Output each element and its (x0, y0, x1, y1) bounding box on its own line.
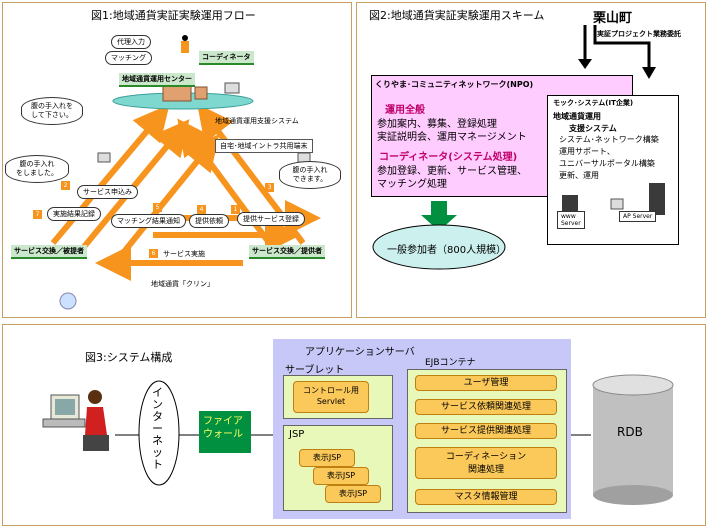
service-register-label: 提供サービス登録 (237, 212, 305, 226)
it-title: モック･システム(IT企業) (553, 99, 634, 107)
service-provider-label: サービス交換／提供者 (249, 245, 325, 259)
step-3-badge: 3 (265, 183, 274, 192)
app-server-label: アプリケーションサーバ (305, 347, 415, 358)
town-label: 栗山町 (593, 11, 633, 26)
ejb-item-master: マスタ情報管理 (415, 489, 557, 505)
offer-request-label: 提供依頼 (189, 214, 229, 228)
callout-available-text: 腹の手入れ できます。 (292, 166, 328, 183)
result-record-label: 実施結果記録 (47, 207, 101, 221)
it-line2: 運用サポート、 (559, 147, 615, 156)
display-jsp-3: 表示JSP (325, 485, 381, 503)
display-jsp-1-label: 表示JSP (312, 453, 342, 462)
step-2-badge: 2 (61, 181, 70, 190)
callout-done-text: 腹の手入れ をしました。 (16, 160, 58, 177)
step-1-badge: 1 (231, 205, 240, 214)
it-sub2: 支援システム (569, 124, 617, 133)
step-4-badge: 4 (197, 205, 206, 214)
rdb-label: RDB (617, 425, 643, 439)
fig1-title: 図1:地域通貨実証実験運用フロー (91, 9, 256, 22)
support-system-label: 地域通貨運用支援システム (215, 117, 299, 125)
ejb-item-user-label: ユーザ管理 (463, 378, 509, 388)
ejb-item-request-label: サービス依頼関連処理 (440, 402, 531, 412)
center-label: 地域通貨運用センター (119, 73, 195, 87)
www-server-label: www Server (557, 211, 585, 229)
display-jsp-2-label: 表示JSP (326, 471, 356, 480)
display-jsp-3-label: 表示JSP (338, 489, 368, 498)
ejb-item-provide-label: サービス提供関連処理 (440, 426, 531, 436)
ejb-item-user: ユーザ管理 (415, 375, 557, 391)
ops-title: 運用全般 (385, 105, 425, 116)
step-6-badge: 6 (149, 249, 158, 258)
ejb-item-master-label: マスタ情報管理 (454, 492, 518, 502)
service-exec-label: サービス実施 (163, 250, 205, 258)
step-5-badge: 5 (153, 203, 162, 212)
matching-notice-label: マッチング結果通知 (111, 214, 186, 228)
display-jsp-2: 表示JSP (313, 467, 369, 485)
currency-label: 地域通貨「クリン」 (151, 280, 214, 288)
jsp-label: JSP (289, 429, 305, 440)
participants-label: 一般参加者（800人規模） (387, 245, 507, 256)
firewall-label: ファイア ウォール (203, 416, 243, 440)
ops-line2: 実証説明会、運用マネージメント (377, 132, 527, 143)
internet-label: インターネット (152, 386, 163, 471)
coord-line2: マッチング処理 (377, 179, 447, 190)
ejb-item-request: サービス依頼関連処理 (415, 399, 557, 415)
it-line1: システム･ネットワーク構築 (559, 135, 659, 144)
server-icons (562, 183, 665, 217)
control-servlet-label: コントロール用 Servlet (303, 386, 359, 406)
service-request-label: サービス申込み (77, 185, 138, 199)
firewall-box: ファイア ウォール (199, 411, 251, 453)
callout-done: 腹の手入れ をしました。 (5, 155, 69, 183)
fig2-title: 図2:地域通貨実証実験運用スキーム (369, 9, 545, 22)
it-line3: ユニバーサルポータル構築 (559, 159, 655, 168)
callout-available: 腹の手入れ できます。 (279, 161, 341, 189)
ejb-item-coordination: コーディネーション 関連処理 (415, 447, 557, 479)
ejb-item-provide: サービス提供関連処理 (415, 423, 557, 439)
npo-title: くりやま･コミュニティネットワーク(NPO) (375, 80, 534, 89)
ap-server-label: AP Server (619, 211, 657, 222)
ops-line1: 参加案内、募集、登録処理 (377, 119, 497, 130)
fig1-flow-arrows (50, 35, 321, 310)
step-7-badge: 7 (33, 210, 42, 219)
fig2-panel: 図2:地域通貨実証実験運用スキーム 栗山町 実証プロジェクト業務委託 くりやま･… (356, 2, 706, 318)
callout-request: 腹の手入れを して下さい。 (21, 97, 83, 125)
matching-label: マッチング (105, 51, 152, 65)
fig1-panel: 図1:地域通貨実証実験運用フロー 代理入力 マッ (2, 2, 352, 318)
fig2-arrows (372, 25, 656, 270)
it-line4: 更新、運用 (559, 171, 599, 180)
fig3-graphics (42, 374, 674, 505)
coordinator-label: コーディネータ (199, 51, 254, 65)
ejb-item-coordination-label: コーディネーション 関連処理 (445, 452, 527, 475)
coord-title: コーディネータ(システム処理) (379, 152, 518, 163)
ejb-label: EJBコンテナ (425, 358, 476, 368)
control-servlet-box: コントロール用 Servlet (293, 381, 369, 413)
fig3-panel: 図3:システム構成 インターネット ファイア ウォール アプリケーションサーバ … (2, 324, 706, 526)
commission-label: 実証プロジェクト業務委託 (597, 30, 681, 38)
display-jsp-1: 表示JSP (299, 449, 355, 467)
service-receiver-label: サービス交換／被提者 (11, 245, 87, 259)
it-sub1: 地域通貨運用 (553, 112, 601, 121)
intranet-label: 自宅･地域イントラ共用端末 (215, 139, 313, 153)
coord-line1: 参加登録、更新、サービス管理、 (377, 166, 527, 177)
fig3-title: 図3:システム構成 (85, 351, 173, 364)
agency-input-label: 代理入力 (111, 35, 151, 49)
servlet-label: サーブレット (285, 365, 345, 376)
callout-request-text: 腹の手入れを して下さい。 (31, 102, 73, 119)
